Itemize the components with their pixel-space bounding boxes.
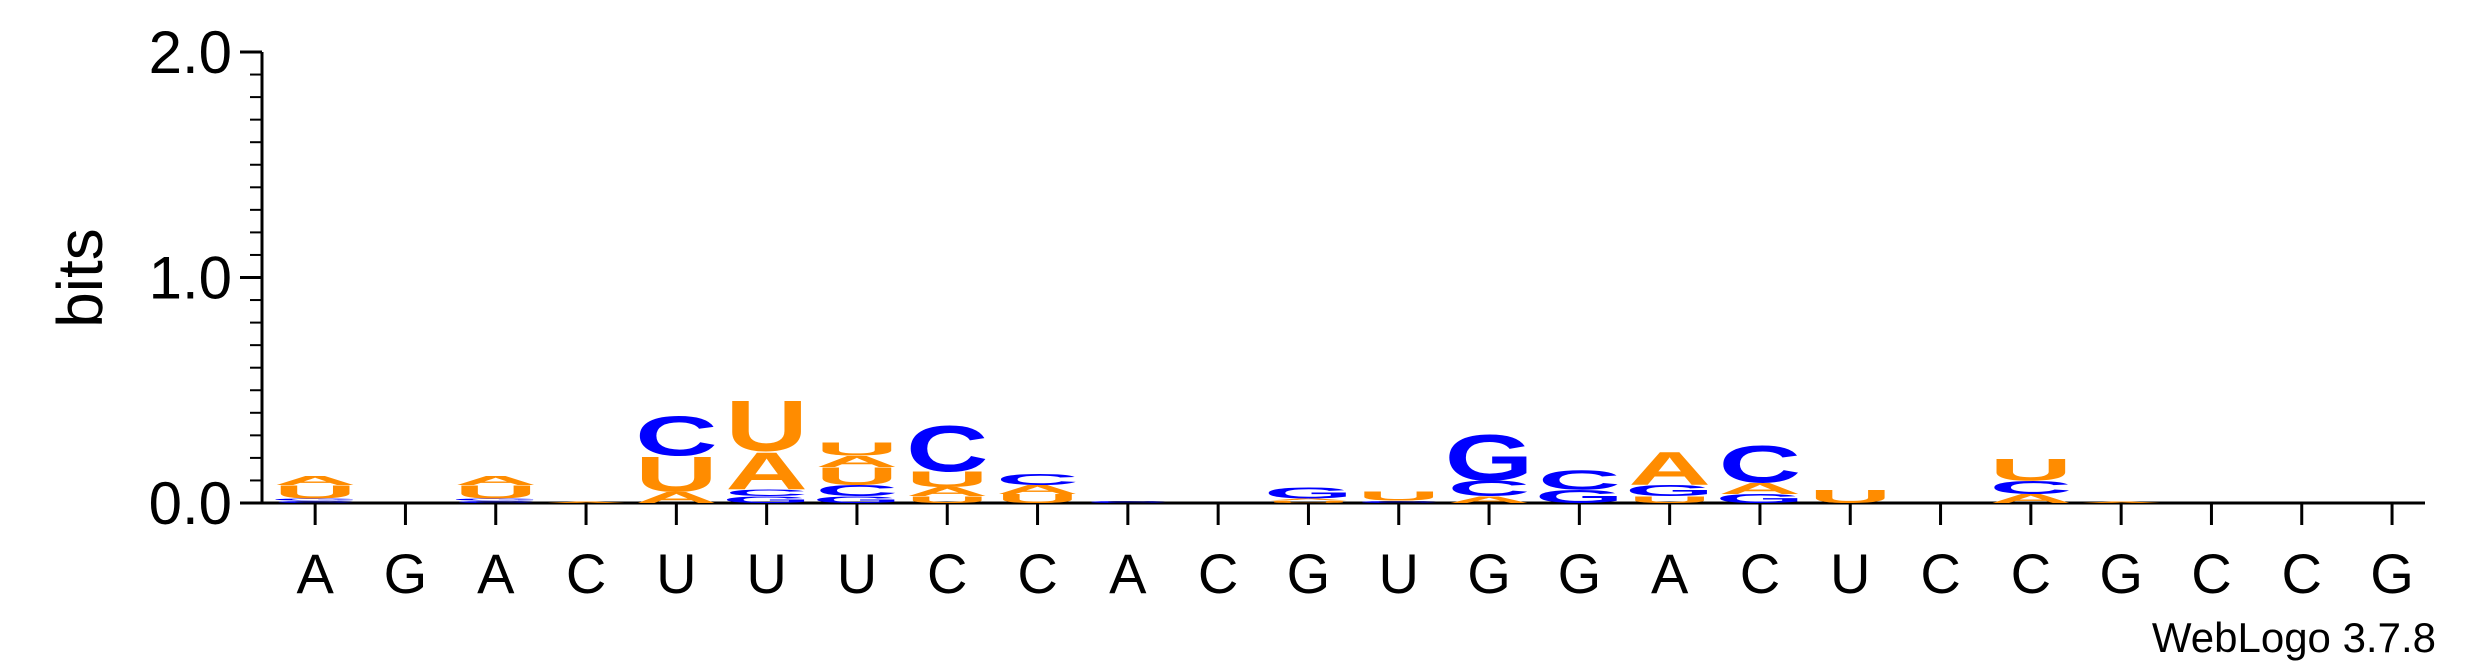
logo-letter-A: A: [725, 441, 808, 501]
logo-letter-A: A: [1267, 498, 1350, 501]
x-tick-label: A: [1651, 542, 1689, 605]
logo-letter-A: A: [1719, 480, 1802, 497]
logo-letter-U: U: [1628, 495, 1711, 505]
logo-letter-C: C: [1357, 500, 1440, 503]
logo-letter-C: C: [635, 405, 718, 468]
y-tick-label: 1.0: [149, 245, 232, 312]
logo-letter-U: U: [816, 462, 899, 490]
logo-letter-C: C: [454, 500, 537, 503]
logo-letter-C: C: [996, 471, 1079, 488]
x-tick-label: A: [1109, 542, 1147, 605]
logo-letter-U: U: [996, 492, 1079, 506]
x-tick-label: C: [1017, 542, 1057, 605]
logo-letter-U: U: [1267, 500, 1350, 503]
logo-letter-A: A: [635, 489, 718, 506]
logo-letter-A: A: [906, 485, 989, 499]
logo-letter-C: C: [1448, 477, 1531, 501]
logo-letter-G: G: [271, 498, 360, 501]
logo-letter-G: G: [812, 495, 901, 505]
logo-letter-U: U: [274, 482, 357, 503]
logo-letter-C: C: [1990, 477, 2073, 498]
x-tick-label: U: [837, 542, 877, 605]
logo-letter-G: G: [451, 498, 540, 501]
logo-letter-U: U: [454, 482, 537, 503]
logo-letter-A: A: [545, 502, 628, 504]
logo-letter-C: C: [274, 500, 357, 503]
y-tick-label: 0.0: [149, 470, 232, 537]
x-tick-label: C: [1198, 542, 1238, 605]
y-tick-label: 2.0: [149, 19, 232, 86]
logo-letter-A: A: [1448, 495, 1531, 505]
logo-letter-A: A: [1990, 492, 2073, 506]
y-ticks: 0.0 1.0 2.0: [149, 19, 262, 537]
logo-letter-A: A: [996, 483, 1079, 497]
x-tick-label: G: [1558, 542, 1602, 605]
x-tick-label: A: [477, 542, 515, 605]
logo-letter-C: C: [906, 412, 989, 485]
logo-letter-G: G: [1715, 492, 1804, 506]
x-tick-label: U: [656, 542, 696, 605]
logo-letter-G: G: [1535, 486, 1624, 507]
x-tick-label: C: [927, 542, 967, 605]
logo-letter-U: U: [816, 439, 899, 460]
x-tick-label: C: [566, 542, 606, 605]
x-tick-label: U: [1379, 542, 1419, 605]
logo-letter-C: C: [725, 488, 808, 498]
logo-letter-G: G: [722, 495, 811, 505]
x-tick-label: G: [2099, 542, 2143, 605]
logo-letter-U: U: [635, 446, 718, 502]
logo-letter-A: A: [816, 453, 899, 470]
x-tick-label: C: [2191, 542, 2231, 605]
x-tick-label: C: [1740, 542, 1780, 605]
logo-letter-A: A: [274, 474, 357, 488]
logo-letter-A: A: [454, 474, 537, 488]
logo-letter-U: U: [1990, 452, 2073, 487]
logo-letter-G: G: [1445, 421, 1534, 494]
x-tick-label: C: [1920, 542, 1960, 605]
logo-letter-C: C: [1719, 434, 1802, 494]
watermark: WebLogo 3.7.8: [2152, 614, 2436, 661]
logo-letter-A: A: [2080, 502, 2163, 504]
x-tick-label: G: [384, 542, 428, 605]
x-tick-label: A: [296, 542, 334, 605]
logo-letter-C: C: [816, 482, 899, 499]
x-tick-label: G: [2370, 542, 2414, 605]
y-axis-title: bits: [44, 228, 116, 328]
logo-letter-U: U: [1357, 489, 1440, 503]
logo-letter-G: G: [1264, 484, 1353, 501]
x-tick-label: C: [2282, 542, 2322, 605]
logo-letter-U: U: [906, 468, 989, 492]
x-tick-label: U: [1830, 542, 1870, 605]
logo-letter-C: C: [1538, 464, 1621, 495]
x-tick-label: G: [1287, 542, 1331, 605]
logo-letter-U: U: [906, 495, 989, 505]
x-tick-label: C: [2011, 542, 2051, 605]
x-tick-label: U: [746, 542, 786, 605]
logo-letter-C: C: [1087, 500, 1170, 503]
logo-letter-U: U: [725, 387, 808, 467]
logo-letter-A: A: [1628, 442, 1711, 495]
logo-letter-U: U: [1809, 486, 1892, 507]
x-tick-label: G: [1467, 542, 1511, 605]
logo-letter-G: G: [1625, 482, 1714, 499]
